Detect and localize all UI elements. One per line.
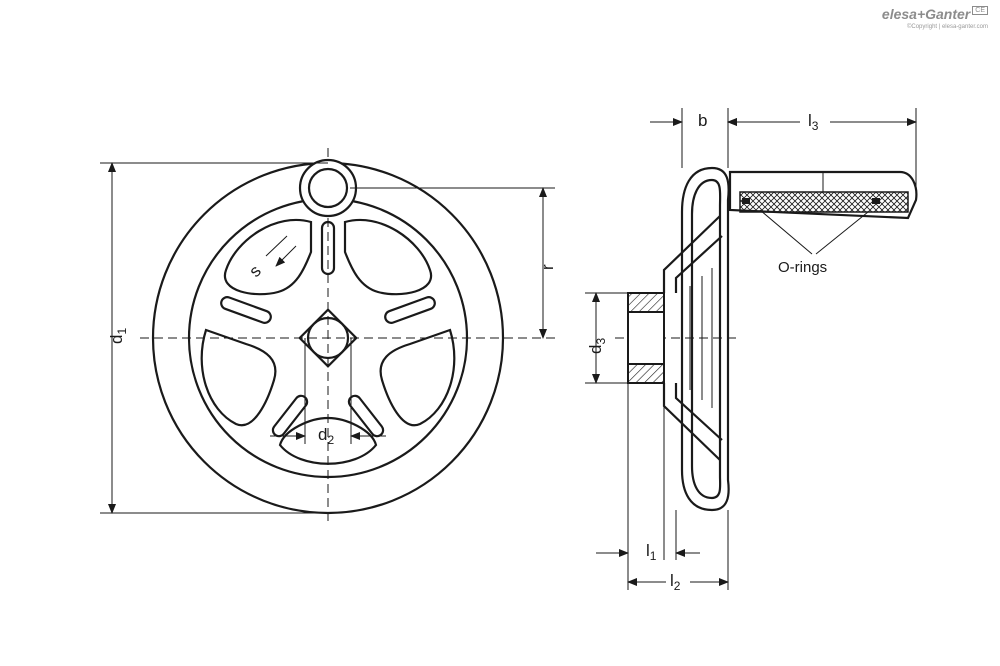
l3-label-bg: [800, 108, 830, 136]
spoke-slot-top: [320, 220, 336, 276]
orings-label: O-rings: [778, 259, 827, 276]
l1-label: l1: [646, 541, 657, 563]
side-dimensions: d3 b l3 O-rings l1 l2: [585, 108, 917, 596]
orings-leader-2: [815, 211, 869, 255]
hub-bore-section: [627, 311, 665, 365]
spoke-slot-right: [384, 296, 436, 324]
spoke-slot-left: [220, 296, 272, 324]
l3-label: l3: [808, 111, 819, 133]
side-rim-inner: [690, 178, 722, 500]
logo-brand-text: elesa+Ganter: [881, 6, 971, 22]
d1-label: d1: [107, 328, 129, 344]
hub-bore: [306, 316, 350, 360]
window-right: [379, 328, 456, 427]
s-leader: [275, 245, 297, 267]
front-view: [140, 148, 555, 525]
window-top-left: [223, 218, 313, 296]
orings-leader-1: [759, 209, 813, 255]
ce-mark: CE: [972, 6, 988, 15]
s-extension: [265, 235, 288, 257]
side-rim-outer: [680, 166, 730, 512]
r-label: r: [538, 264, 557, 270]
b-label: b: [698, 111, 707, 130]
window-left: [200, 328, 277, 427]
crank-handle-body: [728, 170, 918, 220]
crank-handle-section: [739, 191, 909, 213]
l2-label: l2: [670, 571, 681, 593]
hub-square-bore: [298, 308, 358, 368]
d2-label: d2: [318, 425, 334, 447]
window-bottom: [278, 416, 378, 465]
side-spoke-ribs: [689, 268, 713, 408]
o-ring-1: [742, 198, 750, 204]
side-spoke-web-inner: [674, 235, 723, 441]
handle-boss-inner: [307, 167, 349, 209]
o-ring-2: [872, 198, 880, 204]
l2-label-bg: [666, 570, 690, 596]
side-view: [615, 166, 918, 512]
logo-copyright: ©Copyright | elesa-ganter.com: [906, 24, 988, 30]
window-top-right: [343, 218, 433, 296]
d3-label: d3: [586, 338, 608, 354]
s-label: s: [245, 261, 264, 280]
